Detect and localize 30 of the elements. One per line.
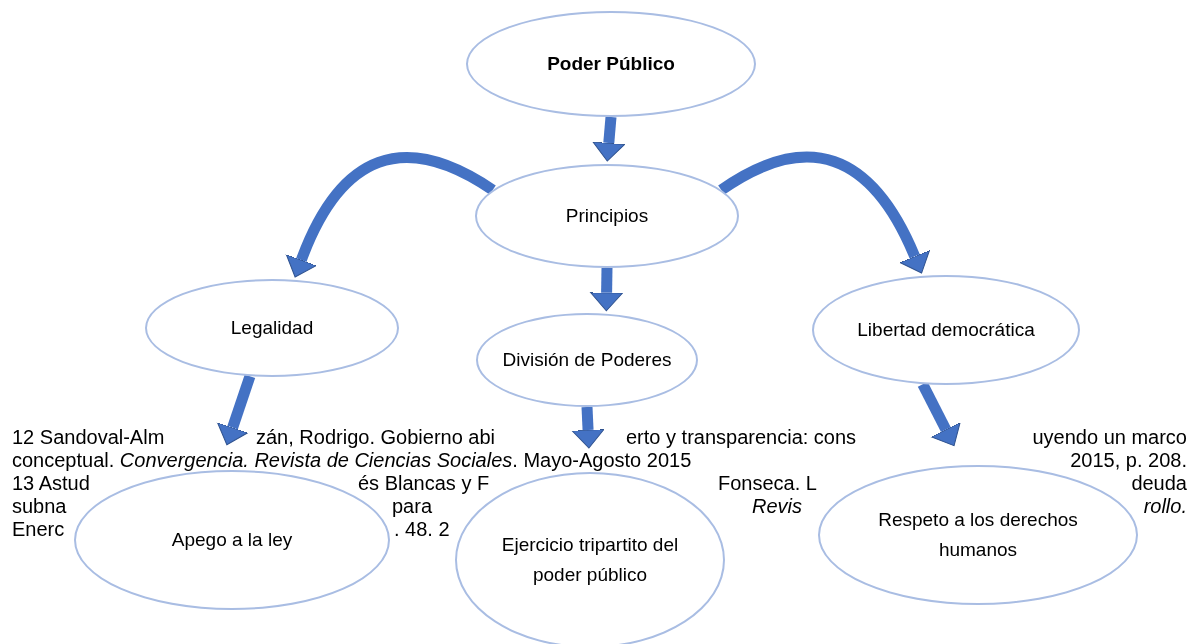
footnote-text: erto y transparencia: cons [626,426,857,449]
node-label: Respeto a los derechos humanos [877,508,1079,562]
block-arrow [286,152,496,278]
footnote-text: Revis [752,495,802,518]
footnote-text: 2015, p. 208. [1070,449,1187,472]
node-label: Principios [565,204,649,228]
footnote-text: Enerc [12,518,65,541]
footnote-text: 12 Sandoval-Alm [12,426,165,449]
footnote-text: Fonseca. L [718,472,817,495]
footnote-text: rollo. [1143,495,1187,518]
node-label: Legalidad [230,316,314,340]
footnote-text: conceptual. Convergencia. Revista de Ciencias Sociales. Mayo-Agosto 2015 [12,449,692,472]
block-arrow [571,406,605,449]
block-arrow [590,267,624,312]
footnote-text: uyendo un marco [1032,426,1187,449]
node-label: División de Poderes [502,348,672,372]
footnote-text: deuda [1131,472,1187,495]
block-arrow [592,116,626,162]
footnote-text: 13 Astud [12,472,90,495]
node-label: Poder Público [547,52,675,76]
footnote-text: . 48. 2 [394,518,450,541]
footnote-text: zán, Rodrigo. Gobierno abi [256,426,496,449]
footnote-text: subna [12,495,67,518]
node-label: Ejercicio tripartito del poder público [500,533,680,587]
footnote-text: és Blancas y F [358,472,490,495]
block-arrow [216,374,256,446]
node-label: Libertad democrática [857,318,1035,342]
block-arrow [718,151,930,274]
footnote-text: para [392,495,433,518]
node-label: Apego a la ley [171,528,293,552]
